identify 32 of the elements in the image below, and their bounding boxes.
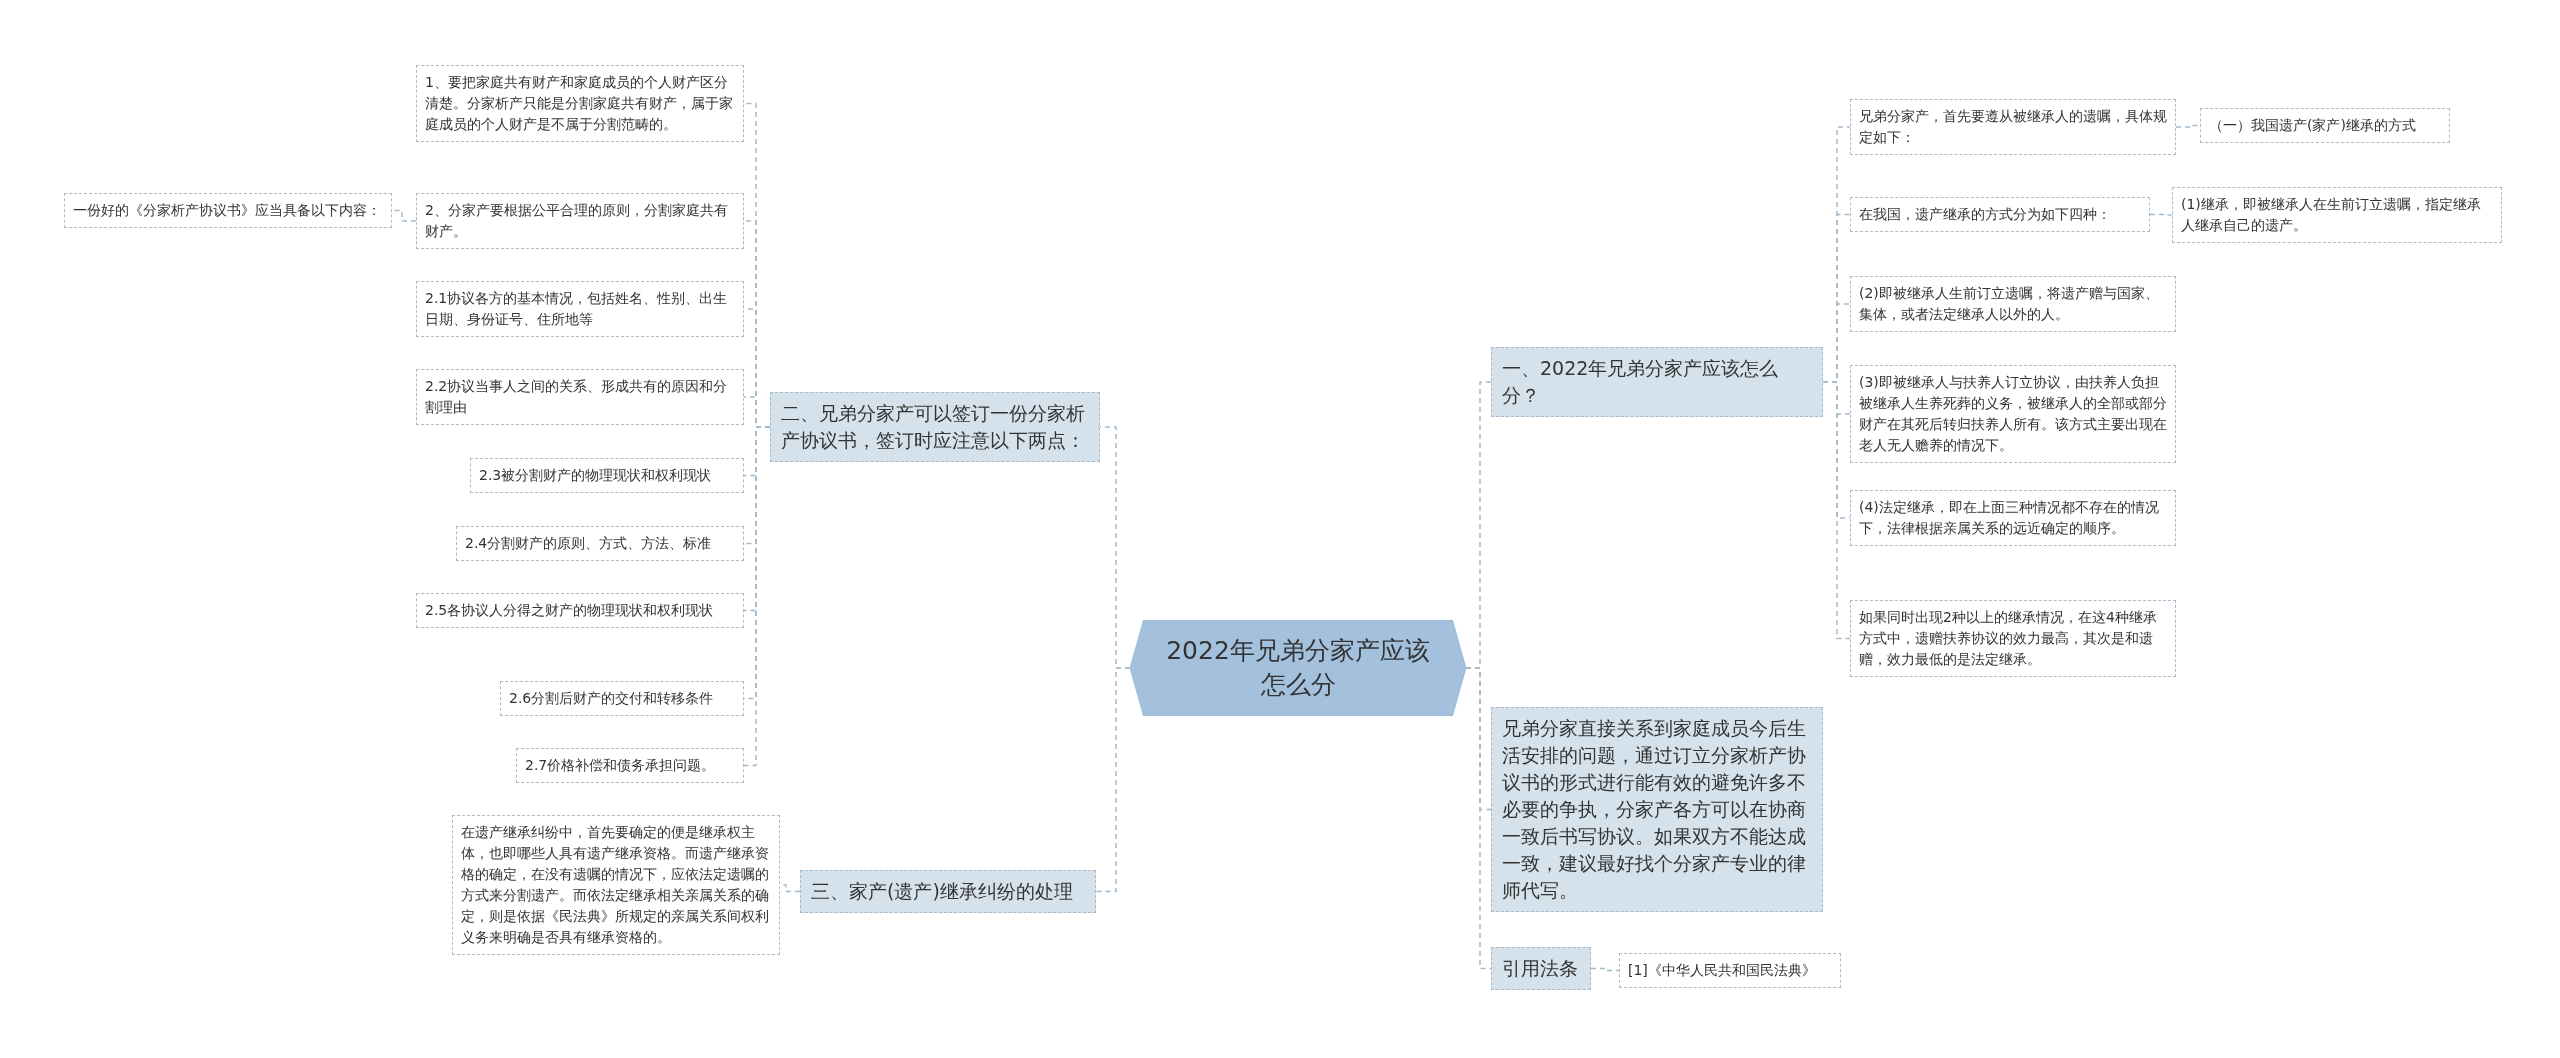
- connector-line: [2175, 124, 2201, 128]
- connector-line: [1822, 381, 1851, 640]
- central-topic: 2022年兄弟分家产应该怎么分: [1130, 620, 1466, 716]
- subtopic-box: 2.7价格补偿和债务承担问题。: [516, 748, 744, 783]
- subtopic-box: 一份好的《分家析产协议书》应当具备以下内容：: [64, 193, 392, 228]
- subtopic-box: [1]《中华人民共和国民法典》: [1619, 953, 1841, 988]
- subtopic-box: (2)即被继承人生前订立遗嘱，将遗产赠与国家、集体，或者法定继承人以外的人。: [1850, 276, 2176, 332]
- topic-box: 兄弟分家直接关系到家庭成员今后生活安排的问题，通过订立分家析产协议书的形式进行能有效的避免许多不必要的争执，分家产各方可以在协商一致后书写协议。如果双方不能达成一致，建议最好找个分家产专业的律师代写。: [1491, 707, 1823, 912]
- subtopic-box: 2.2协议当事人之间的关系、形成共有的原因和分割理由: [416, 369, 744, 425]
- subtopic-box: 1、要把家庭共有财产和家庭成员的个人财产区分清楚。分家析产只能是分割家庭共有财产，属于家庭成员的个人财产是不属于分割范畴的。: [416, 65, 744, 142]
- topic-box: 二、兄弟分家产可以签订一份分家析产协议书，签订时应注意以下两点：: [770, 392, 1100, 462]
- connector-line: [1095, 667, 1131, 893]
- topic-box: 三、家产(遗产)继承纠纷的处理: [800, 870, 1096, 913]
- subtopic-box: 2、分家产要根据公平合理的原则，分割家庭共有财产。: [416, 193, 744, 249]
- topic-box: 一、2022年兄弟分家产应该怎么分？: [1491, 347, 1823, 417]
- subtopic-box: 2.5各协议人分得之财产的物理现状和权利现状: [416, 593, 744, 628]
- subtopic-box: （一）我国遗产(家产)继承的方式: [2200, 108, 2450, 143]
- subtopic-box: 2.3被分割财产的物理现状和权利现状: [470, 458, 744, 493]
- subtopic-box: (3)即被继承人与扶养人订立协议，由扶养人负担被继承人生养死葬的义务，被继承人的全部或部分财产在其死后转归扶养人所有。该方式主要出现在老人无人赡养的情况下。: [1850, 365, 2176, 463]
- subtopic-box: (1)继承，即被继承人在生前订立遗嘱，指定继承人继承自己的遗产。: [2172, 187, 2502, 243]
- subtopic-box: 在我国，遗产继承的方式分为如下四种：: [1850, 197, 2150, 232]
- subtopic-box: (4)法定继承，即在上面三种情况都不存在的情况下，法律根据亲属关系的远近确定的顺序。: [1850, 490, 2176, 546]
- subtopic-box: 如果同时出现2种以上的继承情况，在这4种继承方式中，遗赠扶养协议的效力最高，其次是和遗赠，效力最低的是法定继承。: [1850, 600, 2176, 677]
- connector-line: [2149, 213, 2173, 216]
- connector-line: [1465, 667, 1492, 970]
- topic-box: 引用法条: [1491, 947, 1591, 990]
- subtopic-box: 兄弟分家产，首先要遵从被继承人的遗嘱，具体规定如下：: [1850, 99, 2176, 155]
- subtopic-box: 2.6分割后财产的交付和转移条件: [500, 681, 744, 716]
- subtopic-box: 2.4分割财产的原则、方式、方法、标准: [456, 526, 744, 561]
- subtopic-box: 在遗产继承纠纷中，首先要确定的便是继承权主体，也即哪些人具有遗产继承资格。而遗产继承资格的确定，在没有遗嘱的情况下，应依法定遗嘱的方式来分割遗产。而依法定继承相关亲属关系的确定，则是依据《民法典》所规定的亲属关系间权利义务来明确是否具有继承资格的。: [452, 815, 780, 955]
- connector-line: [1590, 967, 1620, 972]
- subtopic-box: 2.1协议各方的基本情况，包括姓名、性别、出生日期、身份证号、住所地等: [416, 281, 744, 337]
